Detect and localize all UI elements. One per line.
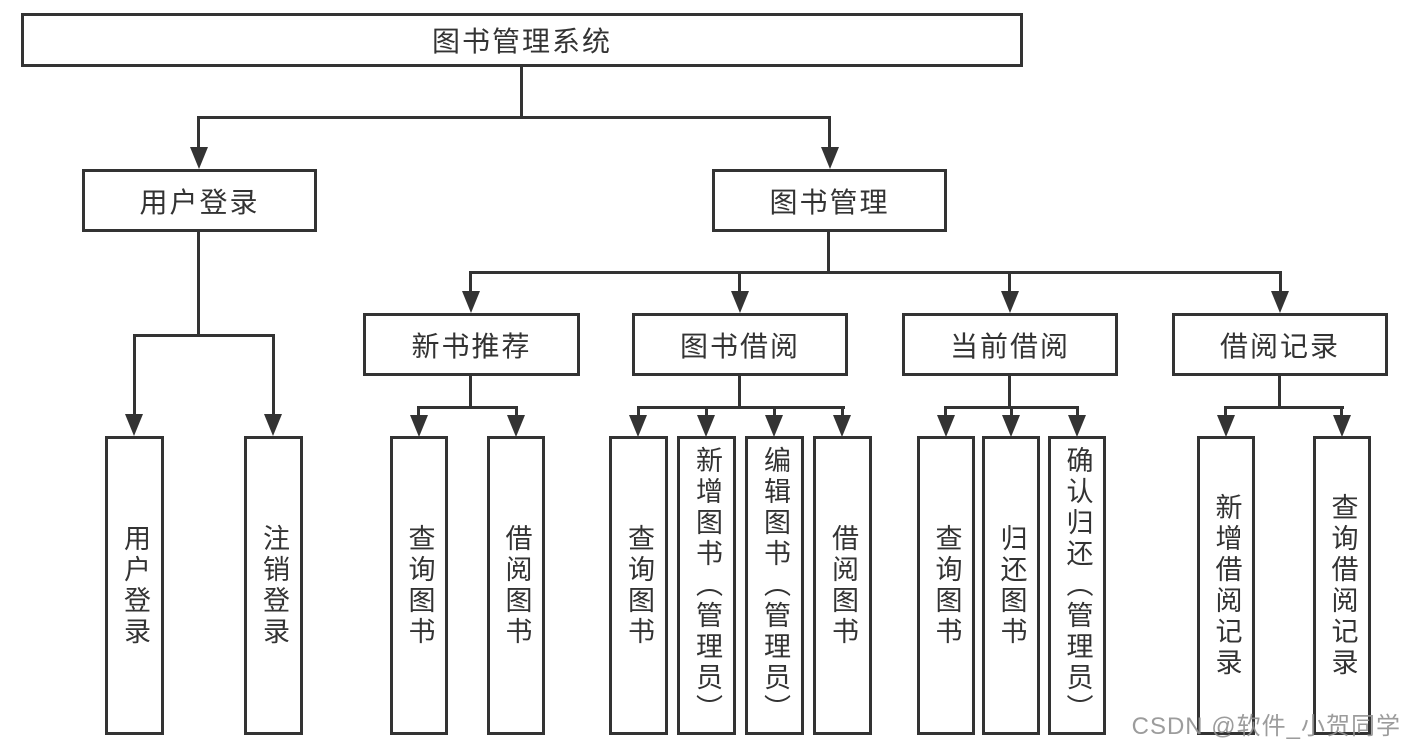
- arrowhead: [937, 415, 955, 437]
- arrowhead: [507, 415, 525, 437]
- connector: [1008, 376, 1011, 408]
- connector: [469, 271, 472, 293]
- arrowhead: [264, 414, 282, 436]
- connector: [1224, 406, 1227, 418]
- node-book-management: 图书管理: [712, 169, 947, 232]
- leaf-confirm-return-admin: 确认归还（管理员）: [1048, 436, 1106, 735]
- leaf-add-books-admin: 新增图书（管理员）: [677, 436, 736, 735]
- connector: [828, 116, 831, 149]
- leaf-label: 新增图书（管理员）: [692, 446, 722, 725]
- leaf-logout: 注销登录: [244, 436, 303, 735]
- connector: [841, 406, 844, 418]
- leaf-label: 查询图书: [624, 523, 654, 648]
- arrowhead: [1002, 415, 1020, 437]
- leaf-label: 归还图书: [996, 523, 1027, 648]
- connector: [705, 406, 708, 418]
- leaf-label: 编辑图书（管理员）: [760, 446, 790, 725]
- connector: [738, 271, 741, 293]
- leaf-query-books-1: 查询图书: [390, 436, 448, 735]
- arrowhead: [697, 415, 715, 437]
- arrowhead: [190, 147, 208, 169]
- leaf-label: 确认归还（管理员）: [1062, 446, 1093, 725]
- leaf-label: 借阅图书: [501, 523, 532, 648]
- connector: [827, 232, 830, 273]
- arrowhead: [1271, 291, 1289, 313]
- arrowhead: [410, 415, 428, 437]
- connector: [133, 334, 275, 337]
- connector: [520, 64, 523, 118]
- connector: [1224, 406, 1344, 409]
- node-new-book-recommendation: 新书推荐: [363, 313, 580, 376]
- connector: [637, 406, 640, 418]
- arrowhead: [821, 147, 839, 169]
- csdn-watermark: CSDN @软件_小贺同学: [1131, 713, 1401, 740]
- arrowhead: [1217, 415, 1235, 437]
- connector: [197, 116, 200, 149]
- connector: [637, 406, 845, 409]
- leaf-label: 查询图书: [931, 523, 962, 648]
- connector: [738, 376, 741, 408]
- node-borrowing-records: 借阅记录: [1172, 313, 1388, 376]
- connector: [773, 406, 776, 418]
- connector: [1278, 376, 1281, 408]
- leaf-return-books: 归还图书: [982, 436, 1040, 735]
- leaf-label: 注销登录: [259, 523, 289, 648]
- connector: [1008, 271, 1011, 293]
- connector: [417, 406, 420, 418]
- connector: [1076, 406, 1079, 418]
- leaf-label: 新增借阅记录: [1211, 492, 1242, 679]
- leaf-edit-books-admin: 编辑图书（管理员）: [745, 436, 804, 735]
- node-user-login: 用户登录: [82, 169, 317, 232]
- connector: [469, 271, 1282, 274]
- leaf-query-borrow-record: 查询借阅记录: [1313, 436, 1371, 735]
- arrowhead: [833, 415, 851, 437]
- leaf-user-login: 用户登录: [105, 436, 164, 735]
- arrowhead: [629, 415, 647, 437]
- arrowhead: [765, 415, 783, 437]
- arrowhead: [1001, 291, 1019, 313]
- connector: [197, 116, 831, 119]
- leaf-query-books-2: 查询图书: [609, 436, 668, 735]
- connector: [197, 232, 200, 336]
- leaf-label: 查询借阅记录: [1327, 492, 1358, 679]
- arrowhead: [1068, 415, 1086, 437]
- leaf-borrow-books-2: 借阅图书: [813, 436, 872, 735]
- node-current-borrowing: 当前借阅: [902, 313, 1118, 376]
- leaf-label: 借阅图书: [828, 523, 858, 648]
- arrowhead: [731, 291, 749, 313]
- connector: [417, 406, 518, 409]
- arrowhead: [462, 291, 480, 313]
- leaf-borrow-books-1: 借阅图书: [487, 436, 545, 735]
- leaf-query-books-3: 查询图书: [917, 436, 975, 735]
- connector: [1340, 406, 1343, 418]
- connector: [133, 334, 136, 416]
- connector: [469, 376, 472, 408]
- leaf-add-borrow-record: 新增借阅记录: [1197, 436, 1255, 735]
- node-root-library-management-system: 图书管理系统: [21, 13, 1023, 67]
- connector: [515, 406, 518, 418]
- connector: [1010, 406, 1013, 418]
- node-book-borrowing: 图书借阅: [632, 313, 848, 376]
- connector: [272, 334, 275, 416]
- connector: [1279, 271, 1282, 293]
- leaf-label: 用户登录: [120, 523, 150, 648]
- arrowhead: [1333, 415, 1351, 437]
- leaf-label: 查询图书: [404, 523, 435, 648]
- connector: [944, 406, 947, 418]
- arrowhead: [125, 414, 143, 436]
